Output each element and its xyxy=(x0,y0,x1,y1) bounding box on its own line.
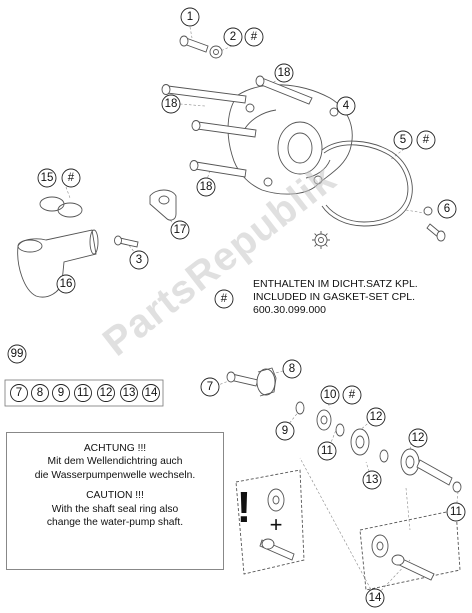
callout-2-hash: # xyxy=(244,27,264,47)
svg-text:10: 10 xyxy=(324,389,337,401)
callout-99: 99 xyxy=(7,344,27,364)
hose-bracket xyxy=(149,189,177,221)
callout-18-left: 18 xyxy=(161,94,181,114)
svg-text:18: 18 xyxy=(200,181,213,193)
svg-text:15: 15 xyxy=(41,172,54,184)
svg-text:14: 14 xyxy=(369,592,382,604)
svg-text:18: 18 xyxy=(278,67,291,79)
svg-text:#: # xyxy=(349,389,356,401)
warning-en-line-1: With the shaft seal ring also xyxy=(51,503,179,515)
svg-text:#: # xyxy=(251,31,258,43)
plus-sign: + xyxy=(270,512,283,537)
svg-text:17: 17 xyxy=(174,224,187,236)
set-item: 8 xyxy=(31,384,49,402)
svg-text:7: 7 xyxy=(207,381,213,393)
callout-6: 6 xyxy=(437,199,457,219)
svg-text:13: 13 xyxy=(123,387,136,399)
svg-text:7: 7 xyxy=(16,387,22,399)
warning-de-line-2: die Wasserpumpenwelle wechseln. xyxy=(34,469,196,481)
callout-18-top: 18 xyxy=(274,63,294,83)
svg-text:99: 99 xyxy=(11,348,24,360)
svg-text:1: 1 xyxy=(187,11,193,23)
callout-5-hash: # xyxy=(416,130,436,150)
callout-8: 8 xyxy=(282,359,302,379)
callout-18-mid: 18 xyxy=(196,177,216,197)
svg-text:2: 2 xyxy=(230,31,236,43)
warning-de-line-1: Mit dem Wellendichtring auch xyxy=(47,456,183,468)
callout-9: 9 xyxy=(275,421,295,441)
callout-1: 1 xyxy=(180,7,200,27)
svg-text:#: # xyxy=(221,293,228,305)
svg-text:11: 11 xyxy=(450,506,462,518)
o-rings xyxy=(39,196,83,218)
warning-de-title: ACHTUNG !!! xyxy=(83,443,147,454)
warning-en-title: CAUTION !!! xyxy=(86,490,144,502)
callout-11-b: 11 xyxy=(446,502,466,522)
gasket-note-line-2: INCLUDED IN GASKET-SET CPL. xyxy=(253,291,416,303)
set-item: 9 xyxy=(52,384,70,402)
set-item: 12 xyxy=(97,384,115,402)
svg-text:9: 9 xyxy=(282,425,288,437)
callout-10-hash: # xyxy=(342,385,362,405)
warning-en-line-2: change the water-pump shaft. xyxy=(46,517,184,529)
callout-hash-note: # xyxy=(214,289,234,309)
set-item: 11 xyxy=(74,384,92,402)
callout-12-a: 12 xyxy=(366,407,386,427)
shaft-seals-and-bearings xyxy=(295,401,462,493)
svg-text:13: 13 xyxy=(366,474,379,486)
svg-text:12: 12 xyxy=(370,411,383,423)
callout-17: 17 xyxy=(170,220,190,240)
gear-icon xyxy=(312,231,330,249)
svg-text:16: 16 xyxy=(60,278,73,290)
impeller-and-shaft xyxy=(226,367,277,397)
gasket-note-line-1: ENTHALTEN IM DICHT.SATZ KPL. xyxy=(253,278,418,290)
water-pump-cover xyxy=(227,84,353,195)
svg-text:12: 12 xyxy=(412,432,425,444)
svg-text:#: # xyxy=(68,172,75,184)
callout-14: 14 xyxy=(365,588,385,608)
cover-bolts xyxy=(161,75,313,178)
svg-text:9: 9 xyxy=(58,387,64,399)
gasket-note-line-3: 600.30.099.000 xyxy=(253,304,326,316)
callout-7: 7 xyxy=(200,377,220,397)
svg-text:14: 14 xyxy=(145,387,158,399)
svg-text:5: 5 xyxy=(400,134,406,146)
callout-4: 4 xyxy=(336,96,356,116)
svg-text:8: 8 xyxy=(289,363,295,375)
replacement-parts-group xyxy=(235,469,461,591)
cover-gasket xyxy=(321,140,413,227)
screw-and-washer xyxy=(179,35,223,59)
exclamation-mark: ! xyxy=(237,483,252,532)
callout-15-hash: # xyxy=(61,168,81,188)
svg-text:8: 8 xyxy=(37,387,43,399)
callout-11-a: 11 xyxy=(317,441,337,461)
svg-text:11: 11 xyxy=(77,387,89,399)
callout-15: 15 xyxy=(37,168,57,188)
set-item: 13 xyxy=(120,384,138,402)
set-item: 7 xyxy=(10,384,28,402)
drain-screw xyxy=(423,206,446,242)
warning-box: ACHTUNG !!! Mit dem Wellendichtring auch… xyxy=(6,432,224,570)
callout-13: 13 xyxy=(362,470,382,490)
callout-10: 10 xyxy=(320,385,340,405)
bracket-screw xyxy=(114,235,139,248)
svg-text:4: 4 xyxy=(343,100,350,112)
callout-12-b: 12 xyxy=(408,428,428,448)
set-item: 14 xyxy=(142,384,160,402)
svg-text:18: 18 xyxy=(165,98,178,110)
svg-text:3: 3 xyxy=(136,254,142,266)
gasket-set-note: ENTHALTEN IM DICHT.SATZ KPL. INCLUDED IN… xyxy=(253,278,463,317)
callout-3: 3 xyxy=(129,250,149,270)
set-list-items: 7 8 9 11 12 13 14 xyxy=(10,384,160,402)
svg-text:12: 12 xyxy=(100,387,113,399)
svg-text:#: # xyxy=(423,134,430,146)
callout-5: 5 xyxy=(393,130,413,150)
callout-2: 2 xyxy=(223,27,243,47)
svg-text:6: 6 xyxy=(444,203,450,215)
callout-16: 16 xyxy=(56,274,76,294)
svg-text:11: 11 xyxy=(321,445,333,457)
